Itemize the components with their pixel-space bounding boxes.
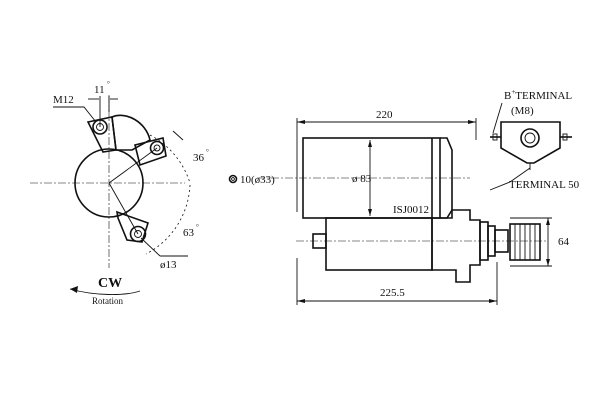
gear-symbol-icon bbox=[228, 174, 238, 184]
terminal-50-leader-2 bbox=[509, 167, 531, 183]
angle-63-label: 63 bbox=[183, 227, 195, 239]
motor-body bbox=[325, 217, 433, 271]
terminal-hole-inner bbox=[524, 132, 536, 144]
gear-symbol-center bbox=[231, 177, 235, 181]
pinion-shaft bbox=[494, 229, 509, 253]
terminal-nut-right bbox=[562, 133, 568, 141]
angle-36-degree: ° bbox=[206, 148, 209, 156]
b-terminal-label: B+TERMINAL bbox=[504, 88, 572, 102]
drive-housing bbox=[431, 209, 481, 283]
terminal-50-leader bbox=[489, 181, 511, 191]
rotation-arrow-head bbox=[70, 286, 78, 293]
dia-83-arrow-bottom bbox=[368, 209, 372, 216]
dim-225-label: 225.5 bbox=[380, 287, 405, 299]
dia-83-label: ø 83 bbox=[352, 173, 372, 185]
dim-225-arrow-left bbox=[297, 299, 305, 303]
angle-63-degree: ° bbox=[196, 223, 199, 231]
dim-64-arrow-top bbox=[546, 218, 550, 225]
b-terminal-leader bbox=[492, 102, 503, 134]
angle-11-label: 11 bbox=[94, 84, 105, 96]
terminal-hole-outer bbox=[520, 128, 540, 148]
dia-13-label: ø13 bbox=[160, 259, 177, 271]
b-terminal-plus: + bbox=[511, 88, 515, 96]
b-terminal-rest: TERMINAL bbox=[515, 90, 572, 102]
motor-body-circle bbox=[74, 148, 144, 218]
arc-36-extension bbox=[172, 130, 184, 141]
end-view: 11 ° M12 36 ° 63 ° ø13 CW Rotation bbox=[30, 80, 209, 306]
terminal-50-label: TERMINAL 50 bbox=[509, 179, 580, 191]
dim-225-arrow-right bbox=[489, 299, 497, 303]
solenoid-housing-outline bbox=[111, 114, 151, 151]
radial-line-63 bbox=[108, 182, 139, 235]
bottom-lug-outline bbox=[115, 210, 149, 243]
angle-11-degree: ° bbox=[107, 80, 110, 88]
dim-64-label: 64 bbox=[558, 236, 570, 248]
right-lug-outline bbox=[134, 137, 167, 167]
b-terminal-b: B bbox=[504, 90, 511, 102]
radial-line-36 bbox=[108, 147, 158, 184]
dim-64-arrow-bottom bbox=[546, 259, 550, 266]
dim-220-arrow-left bbox=[297, 120, 305, 124]
part-number-label: ISJ0012 bbox=[393, 204, 429, 216]
m12-leader bbox=[53, 106, 97, 123]
terminal-nut-left bbox=[492, 133, 498, 141]
cw-label: CW bbox=[98, 276, 122, 291]
gear-teeth-label: 10(ø33) bbox=[240, 174, 275, 186]
dia-13-leader bbox=[140, 237, 161, 257]
side-view: 220 ø 83 ISJ0012 10(ø33) bbox=[228, 88, 580, 305]
arc-63-dashed bbox=[145, 184, 191, 255]
angle-36-label: 36 bbox=[193, 152, 205, 164]
right-mount-hole-outer bbox=[149, 140, 165, 156]
right-mount-hole-inner bbox=[153, 144, 161, 152]
dim-220-arrow-right bbox=[468, 120, 476, 124]
m8-label: (M8) bbox=[511, 105, 534, 117]
arc-36-dashed bbox=[149, 134, 191, 184]
terminal-block-outline bbox=[500, 121, 561, 164]
m12-label: M12 bbox=[53, 94, 74, 106]
dia-83-arrow-top bbox=[368, 140, 372, 147]
bottom-mount-hole-outer bbox=[129, 225, 147, 243]
dim-220-label: 220 bbox=[376, 109, 393, 121]
bottom-mount-hole-inner bbox=[134, 230, 142, 238]
rotation-label: Rotation bbox=[92, 296, 123, 306]
